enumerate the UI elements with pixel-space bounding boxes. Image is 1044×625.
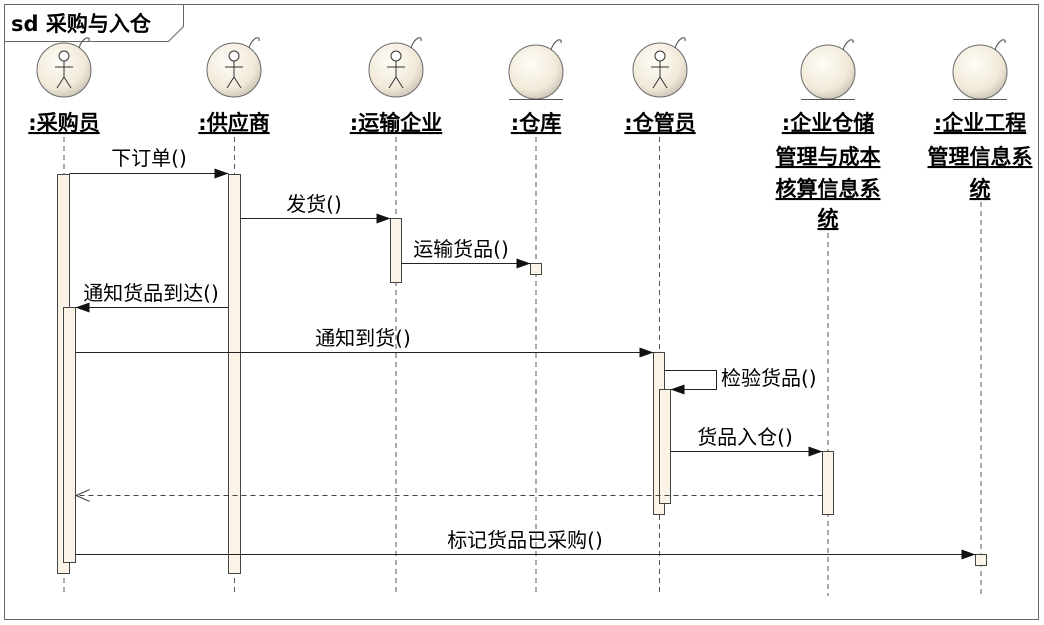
lifeline-label-line: 管理与成本	[776, 145, 881, 169]
message-notify-goods-arrival: 通知货品到达()	[75, 281, 229, 313]
lifeline-warehouse-keeper: :仓管员	[624, 37, 696, 596]
frame-title-tab	[4, 4, 184, 42]
message-label: 货品入仓()	[697, 425, 793, 449]
message-place-order: 下订单()	[69, 146, 229, 179]
message-label: 通知货品到达()	[83, 281, 219, 305]
message-label: 检验货品()	[721, 366, 817, 390]
message-inspect-goods: 检验货品()	[664, 366, 817, 395]
activation-box	[975, 554, 987, 566]
message-label: 运输货品()	[413, 237, 509, 261]
message-label: 下订单()	[111, 146, 187, 170]
lifeline-label: :运输企业	[350, 111, 442, 135]
lifeline-label-line: 管理信息系	[928, 145, 1033, 169]
activation-bar	[390, 218, 402, 283]
message-notify-delivery: 通知到货()	[75, 326, 654, 358]
lifeline-purchaser: :采购员	[28, 37, 100, 596]
message-mark-goods-purchased: 标记货品已采购()	[75, 528, 976, 560]
lifeline-label-line: 统	[970, 177, 991, 201]
lifeline-label-line: :企业工程	[934, 111, 1026, 135]
lifeline-label: :供应商	[198, 111, 269, 135]
activation-box	[530, 263, 542, 275]
lifeline-label-line: 核算信息系	[776, 177, 881, 201]
lifeline-label: :仓管员	[624, 111, 695, 135]
activation-bar	[822, 451, 834, 515]
lifeline-label: :采购员	[28, 111, 99, 135]
message-label: 标记货品已采购()	[447, 528, 603, 552]
message-transport-goods: 运输货品()	[401, 237, 531, 269]
lifeline-label-line: :企业仓储	[782, 111, 874, 135]
message-label: 发货()	[286, 192, 342, 216]
lifeline-engineering-system: :企业工程 管理信息系 统	[928, 39, 1033, 596]
message-label: 通知到货()	[315, 326, 411, 350]
activation-bar	[228, 174, 241, 574]
lifeline-warehousing-cost-system: :企业仓储 管理与成本 核算信息系 统	[776, 39, 881, 596]
frame-title: sd 采购与入仓	[11, 12, 152, 36]
diagram-frame	[4, 4, 1039, 620]
lifeline-warehouse: :仓库	[508, 39, 564, 596]
activation-bar-nested	[63, 307, 76, 563]
lifeline-label: :仓库	[511, 111, 561, 135]
activation-bar-nested	[659, 389, 671, 504]
self-message-arrow	[664, 370, 717, 395]
lifeline-supplier: :供应商	[198, 37, 270, 596]
message-ship: 发货()	[240, 192, 391, 224]
lifeline-transport-company: :运输企业	[350, 37, 442, 596]
lifeline-label-line: 统	[818, 207, 839, 231]
message-store-goods: 货品入仓()	[670, 425, 823, 457]
